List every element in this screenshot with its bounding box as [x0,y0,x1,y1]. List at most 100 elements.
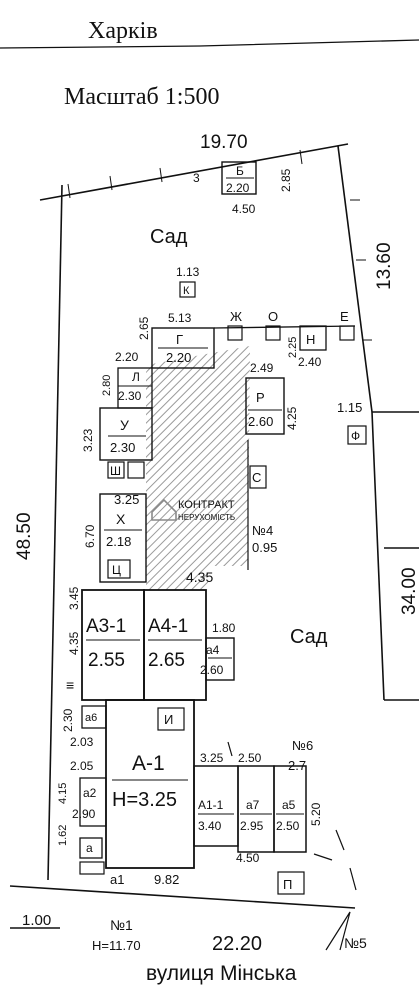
svg-text:4.35: 4.35 [67,631,81,655]
svg-text:2.50: 2.50 [276,819,300,833]
svg-text:2.55: 2.55 [88,650,125,671]
svg-text:4.25: 4.25 [285,406,299,430]
svg-text:2.85: 2.85 [279,168,293,192]
yard-dim: 4.35 [186,569,213,585]
svg-text:Н=3.25: Н=3.25 [112,789,177,811]
structure-x: Х 2.18 3.25 6.70 Ц [83,492,147,583]
svg-text:2.20: 2.20 [226,181,250,195]
yard-hatch [146,346,250,590]
svg-text:а6: а6 [85,712,97,724]
svg-text:4.50: 4.50 [236,851,260,865]
marker-p: П [277,871,305,895]
structure-l: Л 2.30 2.20 2.80 [101,350,153,409]
svg-text:П: П [283,877,292,892]
structure-g: Г 2.20 5.13 2.65 [137,311,215,369]
svg-text:а7: а7 [246,798,260,812]
svg-text:К: К [183,285,190,297]
svg-text:Р: Р [256,390,265,405]
svg-text:0.95: 0.95 [252,540,277,555]
svg-text:№6: №6 [292,738,313,753]
svg-text:О: О [268,309,278,324]
room-a6: а6 2.30 2.03 [61,705,107,749]
garden-label-right: Сад [290,626,328,648]
svg-text:А4-1: А4-1 [148,616,188,637]
svg-text:2.49: 2.49 [250,361,274,375]
svg-text:Ф: Ф [351,429,360,443]
svg-text:У: У [120,417,129,433]
svg-text:№1: №1 [110,917,133,933]
plot-left-dim: 48.50 [14,512,35,560]
svg-text:1.80: 1.80 [212,621,236,635]
svg-text:а5: а5 [282,798,296,812]
svg-text:Ж: Ж [230,309,242,324]
room-a3-1: А3-1 2.55 3.45 4.35 [67,586,145,701]
svg-text:4.15: 4.15 [57,783,69,804]
svg-text:КОНТРАКТ: КОНТРАКТ [178,499,235,511]
svg-text:1.13: 1.13 [176,265,200,279]
structure-k: 1.13 К [176,265,200,298]
svg-text:2.30: 2.30 [110,440,135,455]
room-a2: а2 2.90 2.05 4.15 [57,759,107,827]
marker-n1: №1 Н=11.70 [92,917,141,953]
svg-text:А-1: А-1 [132,752,165,775]
svg-text:3: 3 [193,171,200,185]
scale-label: Масштаб 1:500 [64,84,220,110]
room-a7: а7 2.95 2.50 [237,751,275,853]
svg-text:2.65: 2.65 [148,650,185,671]
svg-text:Б: Б [236,164,244,178]
svg-text:4.50: 4.50 [232,202,256,216]
room-a: а 1.62 [57,825,105,875]
svg-text:НЕРУХОМІСТЬ: НЕРУХОМІСТЬ [178,513,235,522]
dashed-fence [227,741,357,891]
svg-text:3.25: 3.25 [114,492,139,507]
svg-text:3.40: 3.40 [198,819,222,833]
svg-text:2.7: 2.7 [288,758,306,773]
svg-text:6.70: 6.70 [83,524,97,548]
svg-text:А3-1: А3-1 [86,616,126,637]
svg-text:Н: Н [306,332,315,347]
svg-text:2.40: 2.40 [298,355,322,369]
svg-text:а4: а4 [206,643,220,657]
svg-text:А1-1: А1-1 [198,798,224,812]
watermark-logo: КОНТРАКТ НЕРУХОМІСТЬ [151,498,235,522]
structure-u: У 2.30 3.23 [81,407,153,461]
small-sheds: Ж О Е Н 2.40 2.25 [213,309,356,369]
svg-text:2.90: 2.90 [72,807,96,821]
city-label: Харків [88,18,158,44]
marker-n6: №6 2.7 [288,738,313,773]
street-label: вулиця Мінська [146,962,297,985]
svg-text:а: а [86,841,93,855]
svg-text:2.30: 2.30 [118,389,142,403]
svg-text:2.25: 2.25 [287,337,299,358]
room-a4: а4 2.60 [200,637,235,681]
bottom-dims: 4.50 а1 9.82 [110,851,260,887]
svg-text:Ц: Ц [112,563,121,577]
svg-text:Л: Л [132,370,140,384]
svg-text:3.25: 3.25 [200,751,224,765]
room-a1-1: А1-1 3.40 3.25 [193,751,239,847]
plot-top-dim: 19.70 [200,132,248,153]
svg-text:Н=11.70: Н=11.70 [92,938,141,953]
svg-text:И: И [164,712,173,727]
marker-n5: №5 [325,911,367,951]
svg-text:2.60: 2.60 [200,663,224,677]
garden-label-top: Сад [150,226,188,248]
svg-text:2.20: 2.20 [115,350,139,364]
svg-text:9.82: 9.82 [154,872,179,887]
room-a5: а5 2.50 5.20 [273,765,323,853]
svg-text:Г: Г [176,332,183,347]
svg-text:2.65: 2.65 [137,316,151,340]
plot-boundary [9,143,419,929]
svg-text:2.50: 2.50 [238,751,262,765]
svg-text:2.95: 2.95 [240,819,264,833]
structure-r: Р 2.60 2.49 4.25 [245,361,299,435]
fence-small-dim: 1.15 [337,400,362,415]
svg-text:Ш: Ш [110,464,121,478]
svg-text:2.30: 2.30 [61,708,75,732]
svg-text:а1: а1 [110,872,124,887]
svg-text:3.23: 3.23 [81,428,95,452]
svg-text:2.80: 2.80 [101,375,113,396]
plot-right-upper-dim: 13.60 [374,242,395,290]
svg-text:2.18: 2.18 [106,534,131,549]
